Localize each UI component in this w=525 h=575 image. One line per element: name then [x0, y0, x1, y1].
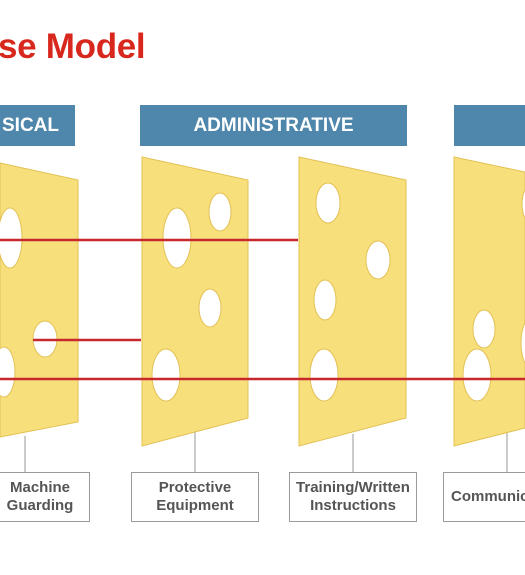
hole	[462, 348, 492, 402]
cheese-slice-4	[453, 156, 525, 447]
label-training-written-instructions: Training/Written Instructions	[289, 472, 417, 522]
cheese-slice-3	[298, 156, 407, 447]
label-machine-guarding: Machine Guarding	[0, 472, 90, 522]
slide-title: se Model	[0, 27, 146, 66]
hole	[309, 348, 339, 402]
hole	[0, 346, 16, 398]
hole	[151, 348, 181, 402]
hazard-lines	[0, 238, 525, 381]
hole	[315, 182, 341, 224]
connectors	[24, 430, 508, 472]
hole	[472, 309, 496, 349]
hole	[0, 207, 23, 269]
cheese-slice-1	[0, 162, 79, 438]
hole	[520, 322, 525, 364]
hole	[521, 188, 525, 220]
header-administrative: ADMINISTRATIVE	[140, 105, 407, 146]
cheese-slice-2	[141, 156, 249, 447]
header-physical-label: SICAL	[2, 115, 59, 136]
hole	[365, 240, 391, 280]
label-communication: Communica	[443, 472, 525, 522]
header-physical: SICAL	[0, 105, 75, 146]
hole	[313, 279, 337, 321]
label-protective-equipment: Protective Equipment	[131, 472, 259, 522]
hole	[162, 207, 192, 269]
hole	[208, 192, 232, 232]
header-third	[454, 105, 525, 146]
hole	[198, 288, 222, 328]
